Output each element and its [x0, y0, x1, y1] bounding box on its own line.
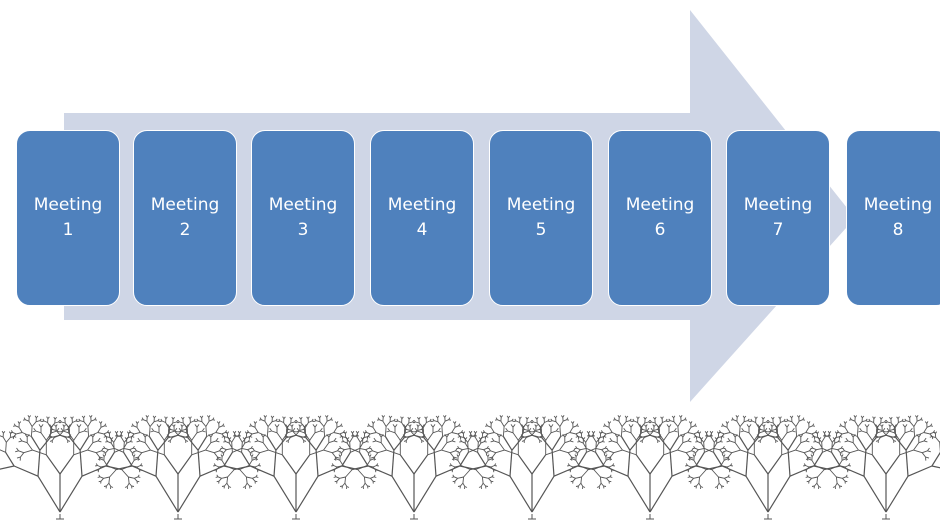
meeting-box-4[interactable]: Meeting 4: [370, 130, 474, 306]
meeting-number: 5: [535, 220, 547, 240]
meeting-number: 1: [62, 220, 74, 240]
meeting-box-1[interactable]: Meeting 1: [16, 130, 120, 306]
fractal-tree-icon: [685, 415, 851, 520]
fractal-tree-icon: [567, 415, 733, 520]
fractal-tree-icon: [0, 415, 143, 520]
meeting-label: Meeting: [743, 195, 813, 215]
fractal-tree-icon: [449, 415, 615, 520]
meeting-number: 2: [179, 220, 191, 240]
fractal-tree-icon: [95, 415, 261, 520]
meeting-number: 7: [772, 220, 784, 240]
meeting-label: Meeting: [625, 195, 695, 215]
fractal-tree-icon: [213, 415, 379, 520]
meeting-box-3[interactable]: Meeting 3: [251, 130, 355, 306]
meeting-label: Meeting: [268, 195, 338, 215]
meeting-box-5[interactable]: Meeting 5: [489, 130, 593, 306]
meeting-box-6[interactable]: Meeting 6: [608, 130, 712, 306]
meeting-box-7[interactable]: Meeting 7: [726, 130, 830, 306]
meeting-label: Meeting: [863, 195, 933, 215]
meeting-number: 4: [416, 220, 428, 240]
meeting-box-2[interactable]: Meeting 2: [133, 130, 237, 306]
meeting-box-8[interactable]: Meeting 8: [846, 130, 940, 306]
meeting-number: 3: [297, 220, 309, 240]
fractal-tree-icon: [331, 415, 497, 520]
fractal-tree-icon: [803, 415, 940, 520]
meeting-label: Meeting: [506, 195, 576, 215]
meeting-label: Meeting: [33, 195, 103, 215]
meeting-number: 8: [892, 220, 904, 240]
meeting-label: Meeting: [387, 195, 457, 215]
tree-icons-row: [0, 415, 940, 520]
meeting-number: 6: [654, 220, 666, 240]
meeting-label: Meeting: [150, 195, 220, 215]
